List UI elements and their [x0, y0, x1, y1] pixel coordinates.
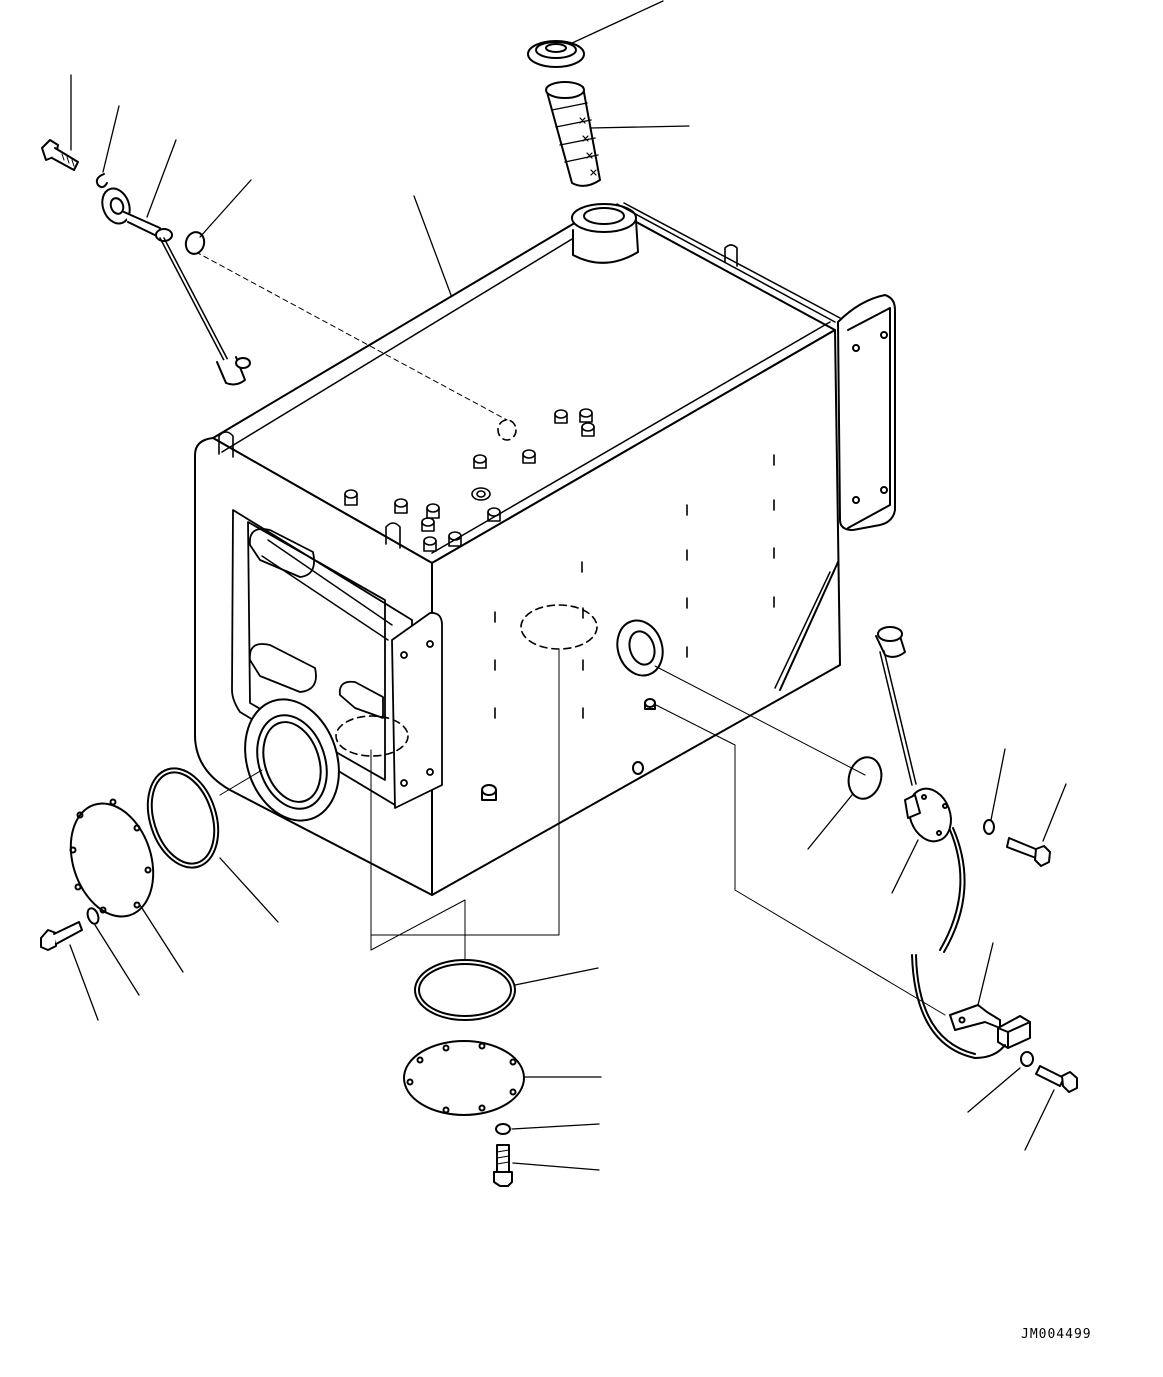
bolt-bottom — [494, 1145, 512, 1186]
top-fittings — [219, 245, 737, 551]
snap-ring — [97, 174, 107, 187]
hidden-outlines — [196, 252, 597, 756]
connector — [912, 955, 1030, 1058]
leader-lines — [70, 1, 1066, 1170]
flange-left — [230, 687, 354, 833]
washer-lower-right — [1021, 1052, 1033, 1066]
level-gauge-top — [98, 185, 250, 385]
gasket — [415, 960, 515, 1020]
filler-neck — [572, 203, 840, 322]
seal-right — [844, 754, 886, 803]
o-ring — [136, 759, 230, 876]
strainer — [546, 82, 600, 186]
bolt-left — [41, 922, 82, 950]
bolt-lower-right — [1036, 1066, 1077, 1092]
bolt-right — [1007, 838, 1050, 866]
cover-plate-bottom — [404, 1041, 524, 1115]
center-lines — [220, 650, 945, 1015]
seal-top — [183, 230, 206, 256]
flange-right — [482, 615, 670, 800]
bolt — [42, 140, 78, 170]
slot-holes — [495, 455, 774, 718]
washer-bottom — [496, 1124, 510, 1134]
cover-plate — [57, 793, 167, 927]
clamp-bracket — [950, 1005, 1000, 1030]
washer — [86, 907, 101, 925]
filler-cap — [528, 41, 584, 67]
drawing-reference-code: JM004499 — [1021, 1327, 1092, 1342]
bracket — [838, 295, 895, 530]
washer-right — [984, 820, 994, 834]
level-sensor-side — [876, 627, 965, 952]
